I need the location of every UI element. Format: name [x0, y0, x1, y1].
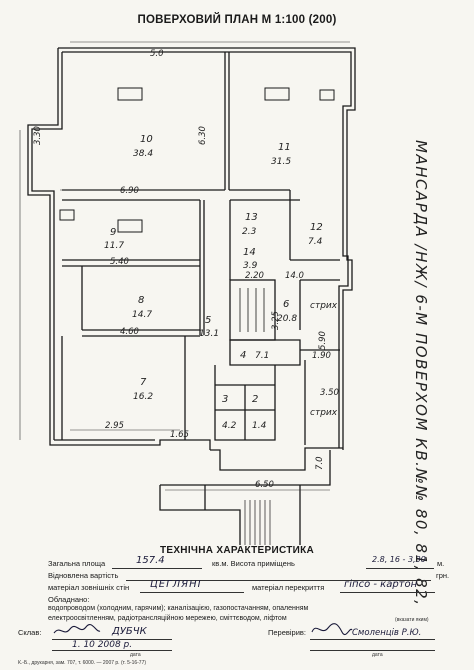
checked-label: Перевірив:: [268, 628, 306, 637]
dimension-label: 3.25: [271, 311, 281, 330]
dimension-label: 5.40: [110, 257, 129, 267]
dimension-label: 1.65: [170, 430, 189, 440]
dimension-label: 5.0: [150, 49, 164, 59]
handwritten-side-note: МАНСАРДА /НЖ/ 6-М ПОВЕРХОМ КВ.№№ 80, 81,…: [392, 140, 432, 606]
page-title: ПОВЕРХОВИЙ ПЛАН М 1:100 (200): [137, 14, 337, 26]
attic-label: стрих: [310, 301, 338, 311]
equipped-label: Обладнано:: [48, 595, 90, 604]
dimension-label: 4.60: [120, 327, 139, 337]
area-value: 157.4: [136, 555, 165, 566]
height-underline: [366, 568, 434, 569]
room-area: 4.2: [222, 421, 237, 431]
cost-underline: [126, 580, 431, 581]
drafted-name: ДУБЧК: [112, 626, 147, 637]
area-unit: кв.м. Висота приміщень: [212, 559, 295, 568]
room-number: 12: [310, 222, 323, 233]
floor-underline: [340, 592, 435, 593]
drafted-label: Склав:: [18, 628, 42, 637]
date-caption: дата: [130, 652, 141, 658]
height-value: 2.8, 16 - 3,30: [372, 555, 426, 564]
floor-material-value: гіпсо - картон: [344, 579, 418, 590]
dimension-label: 6.90: [120, 186, 139, 196]
room-number: 7: [140, 377, 147, 388]
room-area: 38.4: [133, 149, 153, 159]
room-area: 20.8: [277, 314, 297, 324]
side-note-text: МАНСАРДА /НЖ/ 6-М ПОВЕРХОМ КВ.№№ 80, 81,…: [412, 140, 430, 607]
room-area: 13.1: [199, 329, 219, 339]
cost-unit: грн.: [436, 571, 450, 580]
attic-label: стрих: [310, 408, 338, 418]
room-area: 31.5: [271, 157, 291, 167]
tech-characteristics-title: ТЕХНІЧНА ХАРАКТЕРИСТИКА: [159, 545, 315, 556]
room-number: 6: [283, 299, 289, 310]
dimension-label: 3.30: [33, 126, 43, 145]
dimension-label: 6.50: [255, 480, 274, 490]
room-number: 10: [140, 134, 153, 145]
dimension-label: 14.0: [285, 271, 304, 281]
equipment-line-2: електроосвітленням, радіотрансляційною м…: [48, 615, 287, 622]
checker-signature: [311, 623, 353, 636]
height-unit: м.: [437, 559, 445, 568]
room-number: 9: [110, 227, 116, 238]
cost-label: Відновлена вартість: [48, 571, 119, 580]
room-number: 2: [252, 394, 258, 405]
room-number: 14: [243, 247, 256, 258]
wall-material-label: матеріал зовнішніх стін: [48, 583, 130, 592]
room-area: 1.4: [252, 421, 267, 431]
date-underline: [52, 650, 172, 651]
checked-underline: [310, 639, 435, 640]
dimension-label: 1.90: [312, 351, 331, 361]
drafter-signature: [53, 623, 101, 634]
equipment-line-1: водопроводом (холодним, гарячим); каналі…: [48, 605, 309, 612]
room-area: 2.3: [242, 227, 257, 237]
dimension-label: 2.20: [245, 271, 264, 281]
room-area: 7.1: [255, 351, 269, 361]
room-area: 7.4: [308, 237, 323, 247]
room-number: 11: [278, 142, 291, 153]
room-number: 4: [240, 350, 246, 361]
drafted-date: 1. 10 2008 р.: [72, 640, 133, 650]
dimension-label: 3.50: [320, 388, 339, 398]
room-area: 11.7: [104, 241, 124, 251]
dimension-label: 6.30: [198, 126, 208, 145]
room-number: 8: [138, 295, 144, 306]
floor-plan-drawing: 5.0 6.30 6.90 5.40 4.60 2.95 1.65 6.50 7…: [19, 41, 356, 545]
room-number: 3: [222, 394, 228, 405]
checked-name: Смоленців Р.Ю.: [352, 628, 422, 638]
checked-date-underline: [310, 650, 435, 651]
floor-material-label: матеріал перекриття: [252, 583, 325, 592]
specify-hint: (вказати яким): [395, 617, 429, 623]
wall-material-value: ЦЕГЛЯНІ: [150, 579, 202, 590]
checked-date-caption: дата: [372, 652, 383, 658]
print-footer: К.-Б., друкарня, зам. 707, т. 6000. — 20…: [18, 660, 147, 666]
area-label: Загальна площа: [48, 559, 106, 568]
room-area: 14.7: [132, 310, 152, 320]
wall-underline: [140, 592, 244, 593]
drafted-underline: [52, 639, 172, 640]
dimension-label: 5.90: [318, 331, 328, 350]
area-underline: [112, 568, 202, 569]
room-number: 5: [205, 315, 211, 326]
room-number: 13: [245, 212, 258, 223]
room-area: 3.9: [243, 261, 258, 271]
room-area: 16.2: [133, 392, 153, 402]
dimension-label: 2.95: [105, 421, 124, 431]
dimension-label: 7.0: [315, 456, 325, 470]
